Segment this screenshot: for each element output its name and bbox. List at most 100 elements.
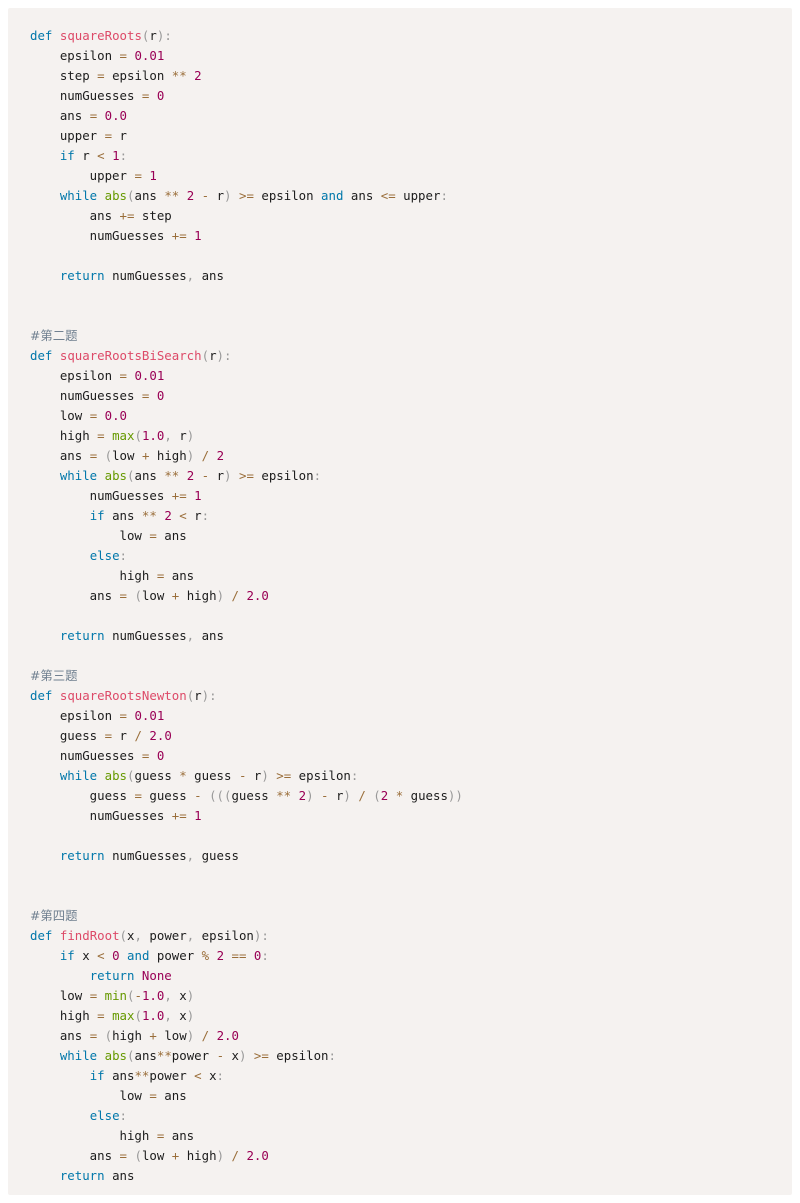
code-operator: - — [194, 788, 202, 803]
code-punctuation: ( — [134, 1148, 142, 1163]
code-operator: = — [89, 448, 98, 463]
code-operator: ** — [156, 1048, 172, 1063]
code-punctuation: ): — [156, 28, 172, 43]
code-line: ans = (low + high) / 2.0 — [30, 1146, 792, 1166]
code-line: epsilon = 0.01 — [30, 366, 792, 386]
code-line: high = max(1.0, r) — [30, 426, 792, 446]
code-number: 2.0 — [246, 588, 269, 603]
code-text — [105, 148, 112, 163]
code-punctuation: : — [350, 768, 359, 783]
code-keyword: def — [30, 348, 53, 363]
code-line: numGuesses += 1 — [30, 486, 792, 506]
code-punctuation: ( — [186, 688, 195, 703]
code-text — [30, 148, 60, 163]
code-punctuation: : — [201, 508, 210, 523]
code-punctuation: : — [440, 188, 448, 203]
code-operator: += — [171, 228, 187, 243]
code-text: low — [112, 448, 142, 463]
code-line: return None — [30, 966, 792, 986]
code-text: ans — [156, 1088, 187, 1103]
code-punctuation: ) — [238, 1048, 247, 1063]
code-text — [30, 468, 60, 483]
code-operator: = — [156, 568, 165, 583]
code-number: 1 — [194, 488, 202, 503]
code-keyword: if — [89, 1068, 105, 1083]
code-keyword: and — [321, 188, 344, 203]
code-operator: = — [141, 748, 150, 763]
code-keyword: return — [59, 1168, 105, 1183]
code-text: power — [149, 1068, 195, 1083]
code-function-name: squareRoots — [59, 28, 142, 43]
code-keyword: else — [89, 1108, 120, 1123]
code-text: epsilon — [253, 188, 322, 203]
code-text: ans — [134, 468, 165, 483]
code-block[interactable]: def squareRoots(r): epsilon = 0.01 step … — [8, 8, 792, 1195]
code-text — [30, 1068, 90, 1083]
code-builtin: max — [112, 428, 135, 443]
code-text: power — [149, 948, 202, 963]
code-line: if ans ** 2 < r: — [30, 506, 792, 526]
code-text — [209, 1028, 216, 1043]
code-builtin: abs — [104, 468, 128, 483]
code-text — [209, 448, 216, 463]
code-operator: ** — [276, 788, 292, 803]
code-line: return numGuesses, ans — [30, 266, 792, 286]
code-line: ​ — [30, 886, 792, 906]
code-line: epsilon = 0.01 — [30, 46, 792, 66]
code-punctuation: ( — [119, 928, 128, 943]
code-number: 0.0 — [104, 408, 128, 423]
code-operator: = — [119, 1148, 127, 1163]
code-line: guess = r / 2.0 — [30, 726, 792, 746]
code-number: 0 — [253, 948, 262, 963]
code-text — [105, 948, 112, 963]
code-line: #第四题 — [30, 906, 792, 926]
code-line: numGuesses = 0 — [30, 746, 792, 766]
code-number: None — [141, 968, 172, 983]
code-text: guess — [186, 768, 239, 783]
code-punctuation: : — [216, 1068, 224, 1083]
code-text — [194, 448, 201, 463]
code-punctuation: , — [164, 428, 172, 443]
code-text: ans — [30, 108, 90, 123]
code-text: r — [112, 728, 135, 743]
code-text: r — [209, 468, 225, 483]
code-text: low — [141, 1148, 172, 1163]
code-operator: % — [201, 948, 210, 963]
code-keyword: while — [59, 1048, 98, 1063]
code-text: epsilon — [30, 48, 120, 63]
code-text — [30, 628, 60, 643]
code-text: ans — [164, 568, 195, 583]
code-number: 2 — [216, 948, 225, 963]
code-line: numGuesses += 1 — [30, 226, 792, 246]
code-text — [30, 1168, 60, 1183]
code-punctuation: ) — [216, 588, 225, 603]
code-text — [30, 1048, 60, 1063]
code-punctuation: ) — [186, 1028, 195, 1043]
code-keyword: return — [59, 268, 105, 283]
code-text: high — [179, 1148, 217, 1163]
code-text — [52, 348, 59, 363]
code-punctuation: ( — [127, 1048, 135, 1063]
code-number: 0 — [156, 388, 165, 403]
code-punctuation: ): — [216, 348, 232, 363]
code-text: low — [156, 1028, 187, 1043]
code-operator: = — [104, 128, 113, 143]
code-operator: * — [179, 768, 187, 783]
code-line: #第二题 — [30, 326, 792, 346]
code-function-name: findRoot — [59, 928, 120, 943]
code-line: ans += step — [30, 206, 792, 226]
code-text — [30, 948, 60, 963]
code-text: low — [30, 528, 150, 543]
code-keyword: return — [89, 968, 135, 983]
code-text: x — [127, 928, 135, 943]
code-operator: ** — [141, 508, 157, 523]
code-number: 0 — [112, 948, 120, 963]
code-text: low — [30, 988, 90, 1003]
code-keyword: if — [59, 948, 75, 963]
code-text: epsilon — [291, 768, 351, 783]
code-keyword: if — [89, 508, 105, 523]
code-operator: = — [104, 728, 113, 743]
code-operator: = — [97, 1008, 105, 1023]
code-operator: += — [119, 208, 135, 223]
code-punctuation: ( — [127, 768, 135, 783]
